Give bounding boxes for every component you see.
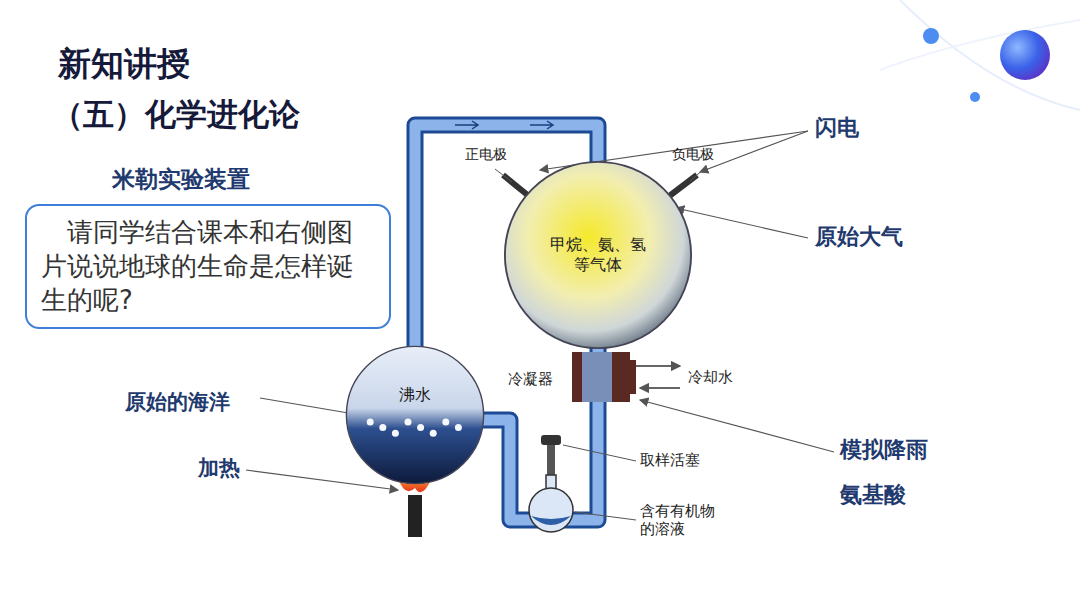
deco-dot [970,92,980,102]
callout-label: 正电极 [465,146,507,163]
callout-line [700,131,808,172]
sample-flask [529,488,573,532]
bubble [417,424,424,431]
callout-label: 闪电 [815,115,859,141]
callout-label: 模拟降雨 [840,437,928,463]
callout-line [246,470,398,490]
callout-line [260,398,360,415]
boiling-flask: 沸水 [345,345,485,485]
bubble [455,424,462,431]
leader-line [575,512,636,520]
flow-arrow [455,121,478,129]
leader-line [495,169,512,182]
deco-arc [880,20,1080,70]
flask-shape [345,345,485,485]
burner [408,495,422,537]
flow-arrow [530,121,553,129]
water-arrow [636,365,680,366]
question-text: 请同学结合课本和右侧图片说说地球的生命是怎样诞生的呢? [41,216,375,317]
condenser [572,352,630,402]
stopcock [541,435,561,445]
callout-label: 加热 [198,456,240,481]
deco-ball [1000,30,1050,80]
callout-label: 含有有机物的溶液 [640,502,720,538]
bubble [405,419,412,426]
condenser-inlet [630,360,636,394]
water-arrow [640,387,680,388]
callout-label: 负电极 [672,146,714,163]
callout-label: 米勒实验装置 [112,166,250,194]
reaction-sphere: 甲烷、氨、氢等气体 [503,160,693,350]
bubble [367,419,374,426]
stopcock-stem [547,445,555,475]
callout-line [640,400,834,452]
bubble [430,430,437,437]
node-text: 沸水 [399,385,431,406]
sample-liquid [531,516,571,525]
question-box: 请同学结合课本和右侧图片说说地球的生命是怎样诞生的呢? [25,204,391,329]
callout-label: （五）化学进化论 [52,96,300,133]
slide-title: 新知讲授 [58,44,190,84]
sphere-outline [505,162,691,348]
callout-line [676,208,808,238]
callout-label: 氨基酸 [840,482,906,508]
callout-label: 取样活塞 [640,451,700,469]
bubble [392,430,399,437]
node-text: 甲烷、氨、氢等气体 [548,235,648,275]
bubble [379,424,386,431]
callout-label: 原始的海洋 [125,390,230,415]
callout-label: 冷凝器 [508,370,553,388]
callout-label: 原始大气 [815,224,903,250]
deco-dot [923,28,939,44]
callout-label: 冷却水 [688,368,733,386]
leader-line [563,445,636,461]
flask-outline [346,346,483,483]
bubble [442,419,449,426]
condenser-tube [582,352,612,402]
